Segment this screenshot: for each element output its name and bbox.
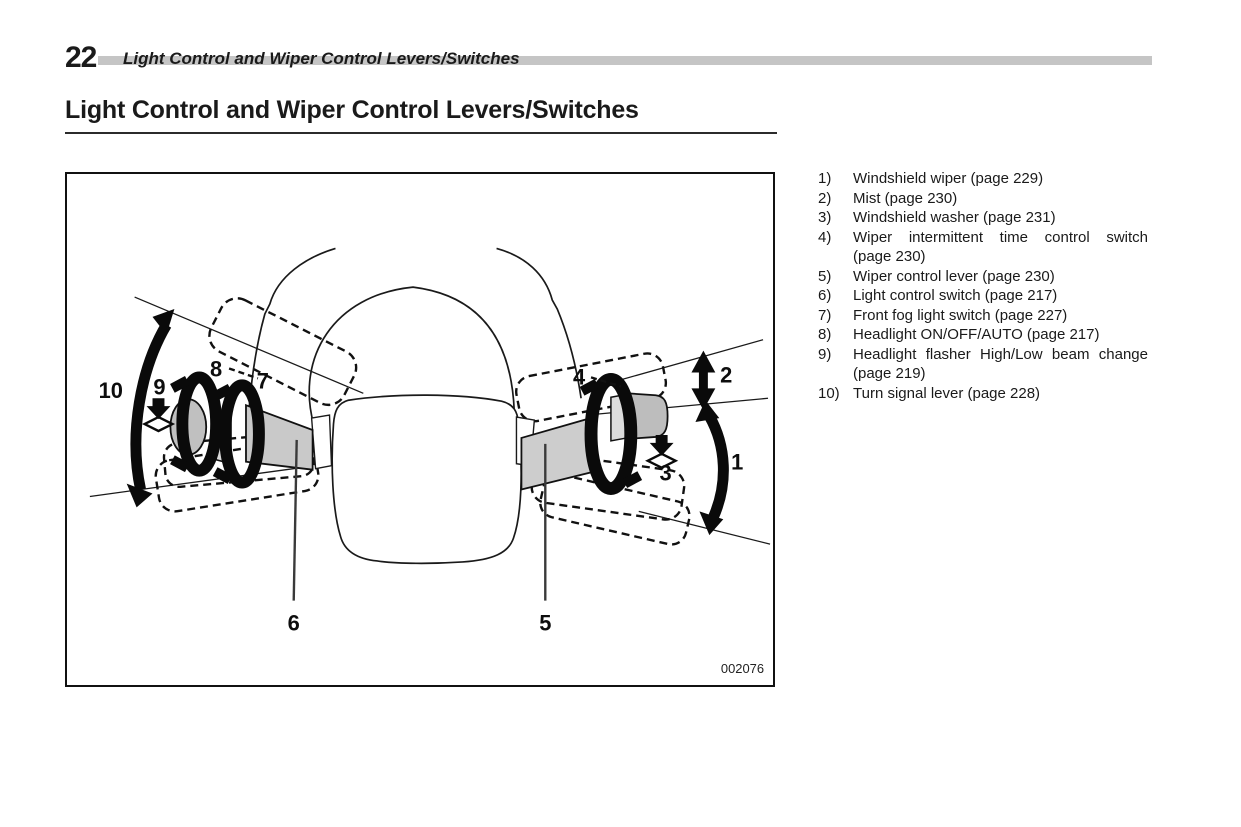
wheel-center-pad xyxy=(331,394,522,565)
figure-frame: 10 9 8 7 4 2 3 1 6 5 002076 xyxy=(65,172,775,687)
callout-7: 7 xyxy=(257,368,269,393)
page-title: Light Control and Wiper Control Levers/S… xyxy=(65,96,639,124)
arrow-turn-signal xyxy=(126,308,175,508)
wheel-rim-inner xyxy=(308,286,516,425)
header-rule-bar xyxy=(98,56,1152,65)
legend-item: 4) Wiper intermittent time control switc… xyxy=(818,228,1148,266)
legend-item: 5) Wiper control lever (page 230) xyxy=(818,267,1055,285)
steering-wheel xyxy=(248,247,582,565)
steering-column-diagram: 10 9 8 7 4 2 3 1 6 5 002076 xyxy=(89,247,771,676)
title-underline xyxy=(65,132,777,134)
legend-item: 2) Mist (page 230) xyxy=(818,189,958,207)
legend-item: 8) Headlight ON/OFF/AUTO (page 217) xyxy=(818,326,1100,343)
running-title: Light Control and Wiper Control Levers/S… xyxy=(123,49,520,68)
callout-5: 5 xyxy=(539,610,551,635)
pad-left-connector xyxy=(310,414,333,470)
arrow-wiper-range xyxy=(695,400,729,536)
legend-item: 9) Headlight flasher High/Low beam chang… xyxy=(818,345,1148,383)
legend-item: 7) Front fog light switch (page 227) xyxy=(818,306,1068,324)
callout-1: 1 xyxy=(731,450,743,475)
right-stalk-assembly xyxy=(520,372,669,495)
callout-6: 6 xyxy=(288,610,300,635)
callout-2: 2 xyxy=(720,362,732,387)
wheel-rim-outer-right xyxy=(496,247,582,399)
left-stalk-assembly xyxy=(169,371,314,489)
arrow-mist xyxy=(691,350,716,411)
legend-item: 10) Turn signal lever (page 228) xyxy=(818,384,1041,402)
label-dash-leaders xyxy=(228,367,622,388)
callout-10: 10 xyxy=(99,378,123,403)
callout-9: 9 xyxy=(153,374,165,399)
legend-item: 1) Windshield wiper (page 229) xyxy=(818,170,1044,187)
callout-leader-lines xyxy=(292,439,547,601)
left-ring-headlight-switch xyxy=(176,371,223,477)
callout-8: 8 xyxy=(210,356,222,381)
callout-3: 3 xyxy=(660,461,672,486)
figure-code: 002076 xyxy=(721,661,764,676)
legend-item: 6) Light control switch (page 217) xyxy=(818,287,1058,304)
legend-list: 1) Windshield wiper (page 229) 2) Mist (… xyxy=(818,169,1148,403)
legend-item: 3) Windshield washer (page 231) xyxy=(818,209,1056,226)
right-ring-wiper-switch xyxy=(584,372,638,495)
arrow-flasher-push xyxy=(141,398,176,433)
page-number: 22 xyxy=(65,41,97,74)
arrow-washer-push xyxy=(645,434,679,470)
callout-4: 4 xyxy=(573,364,586,389)
left-ring-fog-switch xyxy=(219,379,265,489)
